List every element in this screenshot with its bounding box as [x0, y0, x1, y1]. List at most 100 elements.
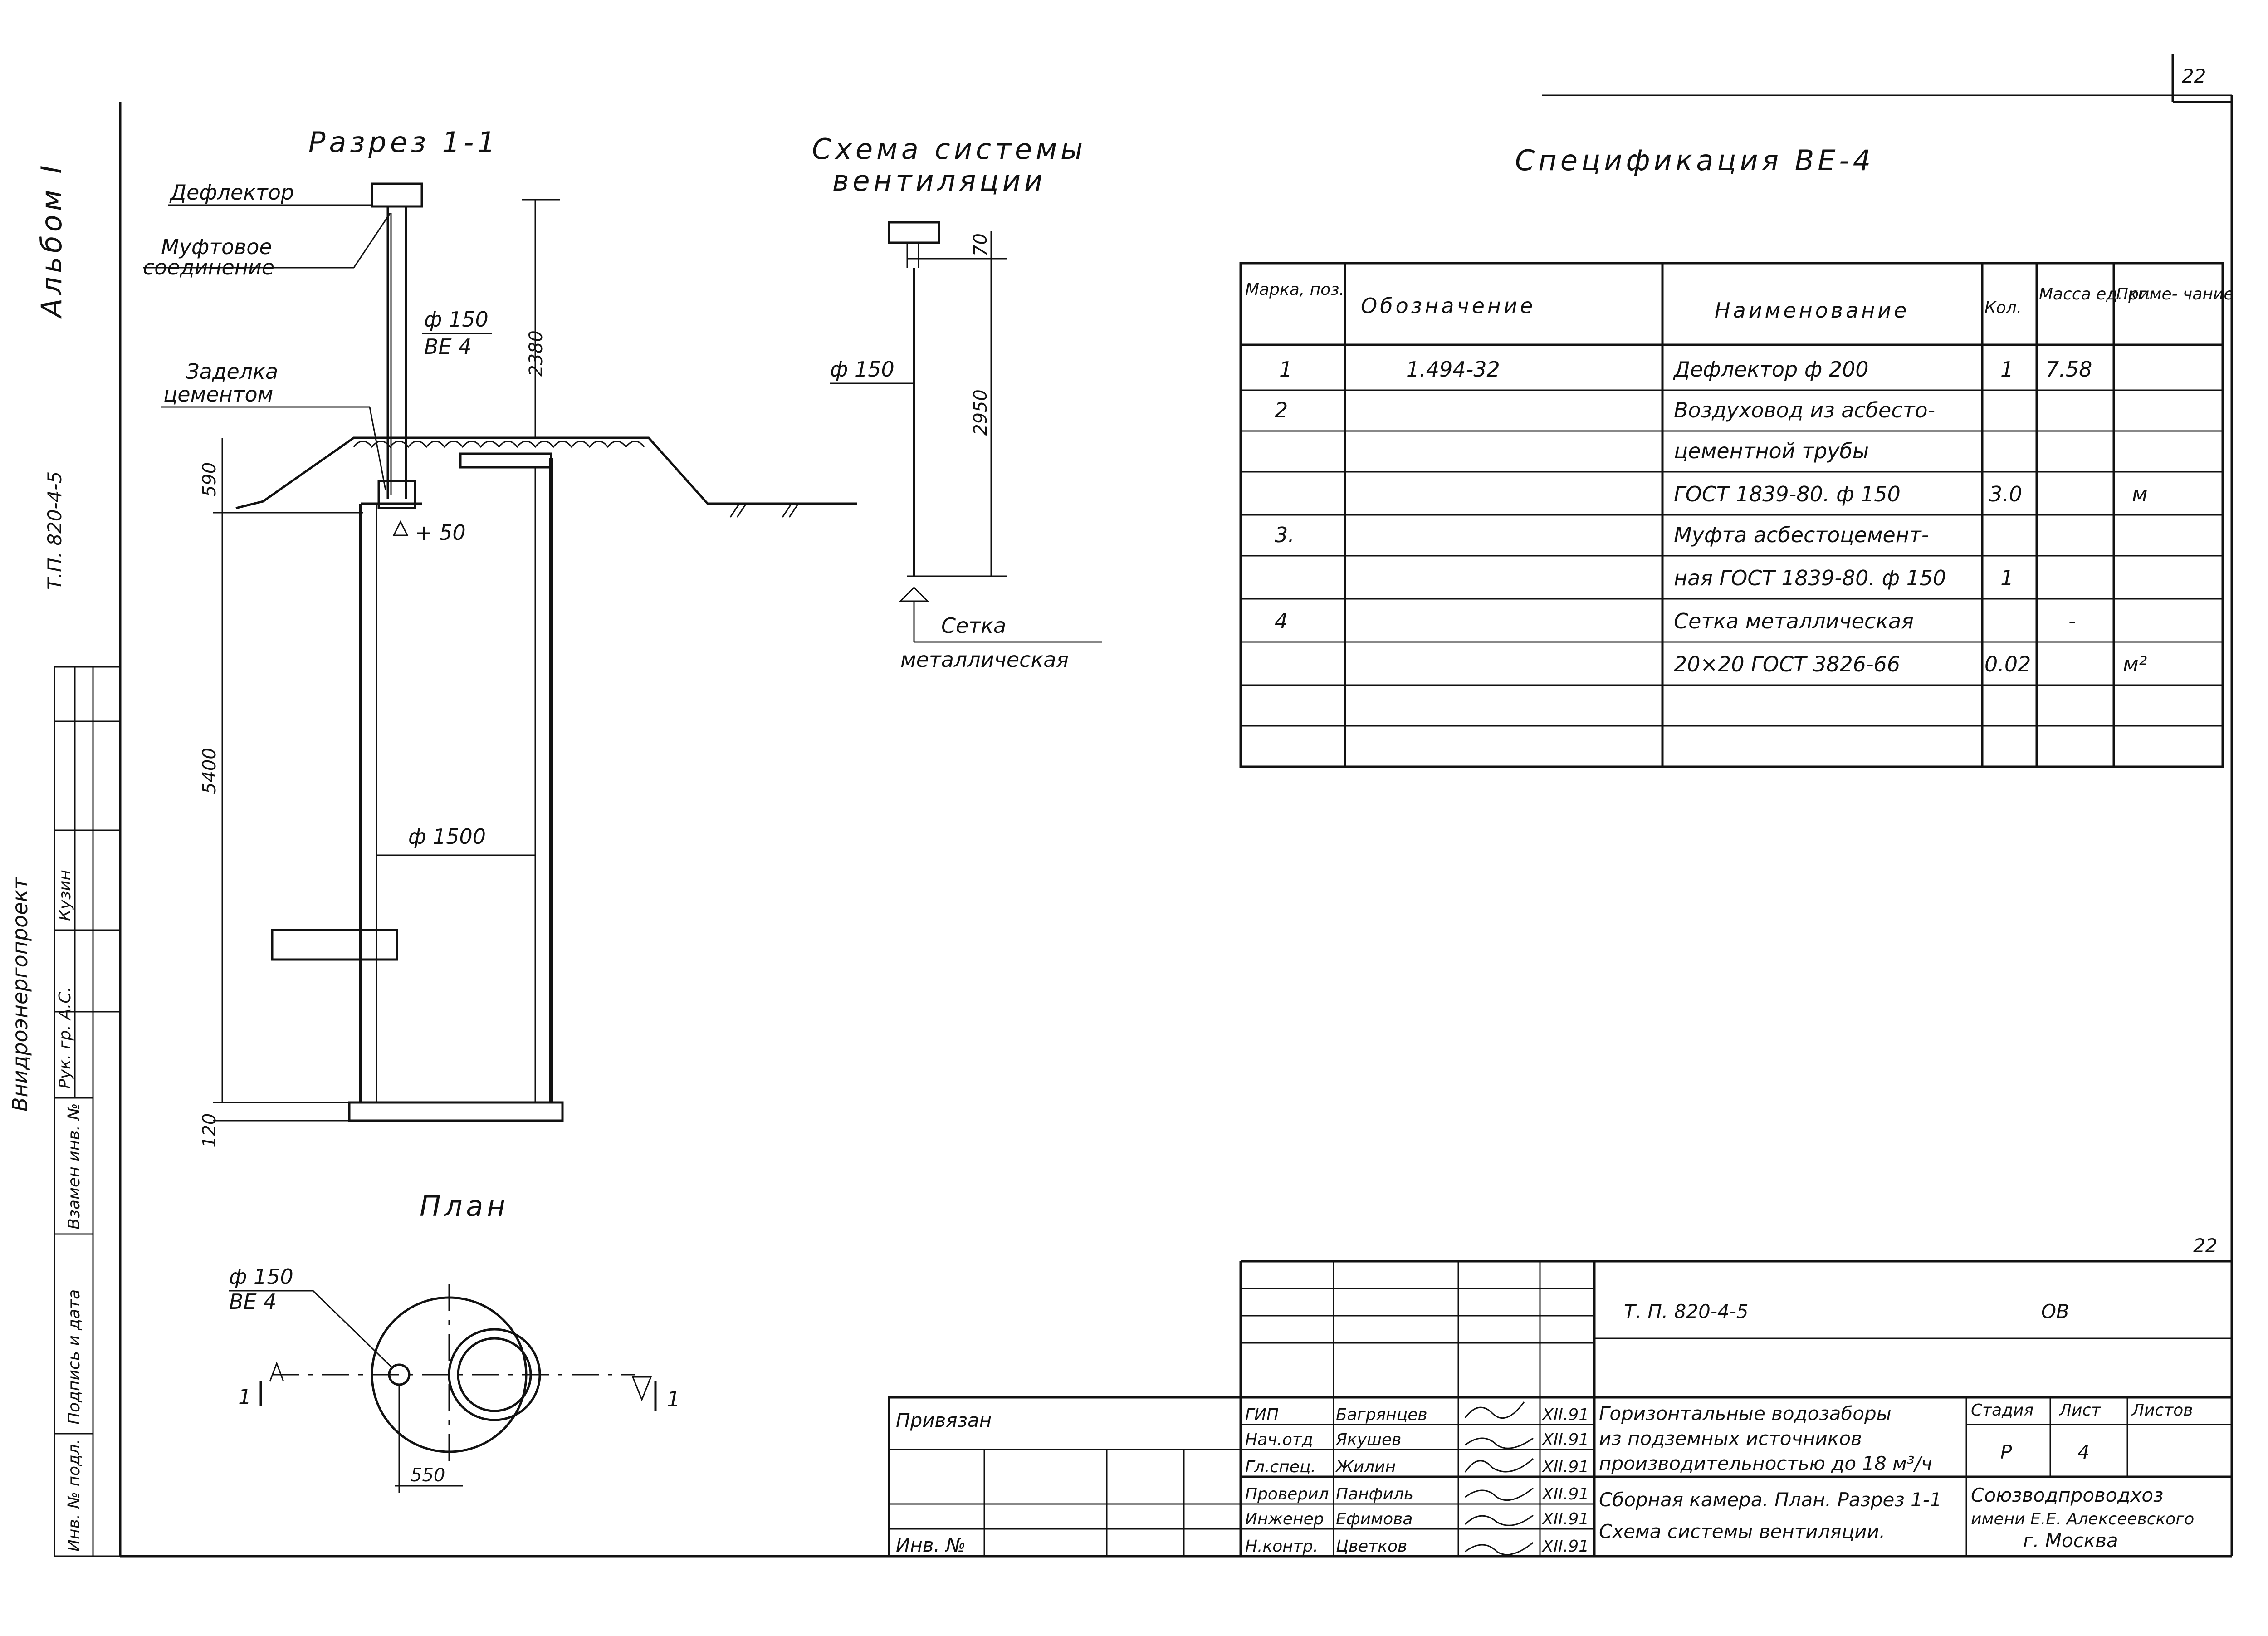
pipe-mark: ВЕ 4 — [424, 334, 472, 359]
handwritten-signatures — [1464, 1401, 1534, 1556]
spec-r5-name: Муфта асбестоцемент- — [1674, 523, 1929, 547]
spec-r1-name: Дефлектор ф 200 — [1673, 357, 1869, 382]
hatch-frame — [459, 452, 552, 469]
margin-org: Внидроэнергопроект — [8, 877, 32, 1112]
plan-view: План ф 150 ВЕ 4 550 1 1 — [229, 1190, 680, 1493]
margin-stamp-row-1: Рук. гр. А.С. — [56, 987, 74, 1089]
spec-grid — [1239, 262, 2224, 768]
scheme-dim-2950: 2950 — [970, 389, 991, 436]
sig-5-date: XII.91 — [1541, 1510, 1589, 1528]
sheet-desc-line-1: Сборная камера. План. Разрез 1-1 — [1599, 1489, 1942, 1511]
plan-title: План — [420, 1190, 509, 1223]
spec-header-qty: Кол. — [1984, 299, 2022, 317]
spec-r8-note: м² — [2123, 652, 2147, 676]
sig-1-name: Багрянцев — [1336, 1406, 1427, 1424]
coupling — [377, 480, 416, 509]
project-line-2: из подземных источников — [1599, 1427, 1862, 1450]
mesh-label-2: металлическая — [900, 647, 1069, 672]
section-title: Разрез 1-1 — [308, 126, 499, 159]
doc-mark: ОВ — [2041, 1300, 2069, 1323]
plan-pipe-dia: ф 150 — [229, 1264, 293, 1289]
spec-r4-note: м — [2132, 482, 2148, 506]
org-line-2: имени Е.Е. Алексеевского — [1971, 1510, 2194, 1528]
spec-r2-name: Воздуховод из асбесто- — [1674, 398, 1935, 422]
sheet-number: 22 — [2182, 65, 2206, 87]
sig-6-role: Н.контр. — [1245, 1537, 1318, 1556]
bound-to-label: Привязан — [896, 1409, 992, 1431]
sig-5-name: Ефимова — [1336, 1510, 1413, 1528]
project-line-1: Горизонтальные водозаборы — [1599, 1402, 1892, 1425]
sig-3-date: XII.91 — [1541, 1458, 1589, 1476]
margin-stamp-row-2: Кузин — [56, 870, 74, 921]
inv-no-label: Инв. № — [896, 1534, 966, 1556]
sheets-header: Листов — [2131, 1401, 2193, 1420]
plan-offset: 550 — [411, 1465, 445, 1486]
project-line-3: производительностью до 18 м³/ч — [1599, 1452, 1932, 1474]
title-corner-sheet: 22 — [2193, 1234, 2217, 1257]
spec-r6-name: ная ГОСТ 1839-80. ф 150 — [1674, 566, 1946, 590]
sig-1-date: XII.91 — [1541, 1406, 1589, 1424]
cut-arrow-right — [631, 1376, 652, 1402]
spec-r4-qty: 3.0 — [1989, 482, 2022, 506]
sig-4-date: XII.91 — [1541, 1485, 1589, 1504]
ground-hatch — [353, 441, 645, 448]
sheet-desc-line-2: Схема системы вентиляции. — [1599, 1520, 1885, 1543]
cut-mark-right: 1 — [667, 1387, 680, 1411]
ventilation-scheme: Схема системы вентиляции 70 2950 ф 150 С… — [812, 132, 1102, 672]
sheet-header: Лист — [2058, 1401, 2101, 1420]
dim-2380: 2380 — [526, 330, 547, 377]
spec-r7-mark: 4 — [1275, 609, 1288, 633]
album-label: Альбом I — [35, 162, 68, 319]
mesh-symbol — [392, 520, 409, 536]
org-line-1: Союзводпроводхоз — [1971, 1484, 2163, 1506]
sig-1-role: ГИП — [1245, 1406, 1279, 1424]
spec-r6-qty: 1 — [2000, 566, 2014, 590]
sig-5-role: Инженер — [1245, 1510, 1324, 1528]
ground-line — [235, 436, 857, 509]
deflector-cap — [371, 182, 423, 208]
spec-r1-desig: 1.494-32 — [1406, 357, 1500, 382]
margin-code: Т.П. 820-4-5 — [44, 471, 66, 590]
title-block: 22 Т. П. 820-4-5 ОВ Привязан Инв — [888, 1234, 2232, 1558]
mesh-label-1: Сетка — [941, 613, 1006, 638]
spec-r4-name: ГОСТ 1839-80. ф 150 — [1674, 482, 1901, 506]
spec-header-designation: Обозначение — [1361, 294, 1535, 318]
scheme-pipe-dia: ф 150 — [830, 357, 894, 382]
spec-header-mark: Марка, поз. — [1245, 280, 1344, 299]
sheet-value: 4 — [2077, 1441, 2090, 1463]
spec-r7-mass: - — [2068, 609, 2076, 633]
spec-r1-qty: 1 — [2000, 357, 2014, 382]
ladder-step — [271, 929, 398, 961]
spec-header-name: Наименование — [1715, 298, 1909, 323]
spec-r8-name: 20×20 ГОСТ 3826-66 — [1674, 652, 1900, 676]
shaft-dia: ф 1500 — [408, 824, 486, 849]
label-seal-1: Заделка — [186, 359, 278, 384]
spec-r5-mark: 3. — [1275, 523, 1295, 547]
label-coupling-1: Муфтовое — [161, 235, 272, 259]
scheme-mesh-symbol — [899, 586, 929, 602]
dim-5400: 5400 — [199, 748, 220, 794]
scheme-dim-70: 70 — [970, 233, 991, 256]
spec-header-mass: Масса ед. кг. — [2039, 285, 2151, 304]
scheme-title-1: Схема системы — [812, 132, 1086, 166]
sig-6-name: Цветков — [1336, 1537, 1407, 1556]
spec-r8-qty: 0.02 — [1984, 652, 2031, 676]
section-1-1: Разрез 1-1 Дефлектор Муфтовое соединение… — [143, 126, 857, 1148]
specification: Спецификация ВЕ-4 Марка, поз. Обозначени… — [1239, 144, 2234, 768]
scheme-deflector — [888, 221, 940, 244]
sig-3-role: Гл.спец. — [1245, 1458, 1316, 1476]
cut-mark-left: 1 — [238, 1385, 251, 1409]
spec-r7-name: Сетка металлическая — [1674, 609, 1914, 633]
sheet-frame: 22 — [119, 54, 2233, 1558]
base-slab — [348, 1101, 564, 1122]
spec-header-note: Приме- чание — [2116, 285, 2234, 304]
pipe-dia: ф 150 — [424, 307, 489, 332]
stage-header: Стадия — [1971, 1401, 2033, 1420]
sig-2-date: XII.91 — [1541, 1430, 1589, 1449]
dim-590: 590 — [199, 462, 220, 497]
spec-r3-name: цементной трубы — [1674, 439, 1869, 463]
scheme-title-2: вентиляции — [832, 164, 1046, 197]
spec-r1-mass: 7.58 — [2046, 357, 2092, 382]
